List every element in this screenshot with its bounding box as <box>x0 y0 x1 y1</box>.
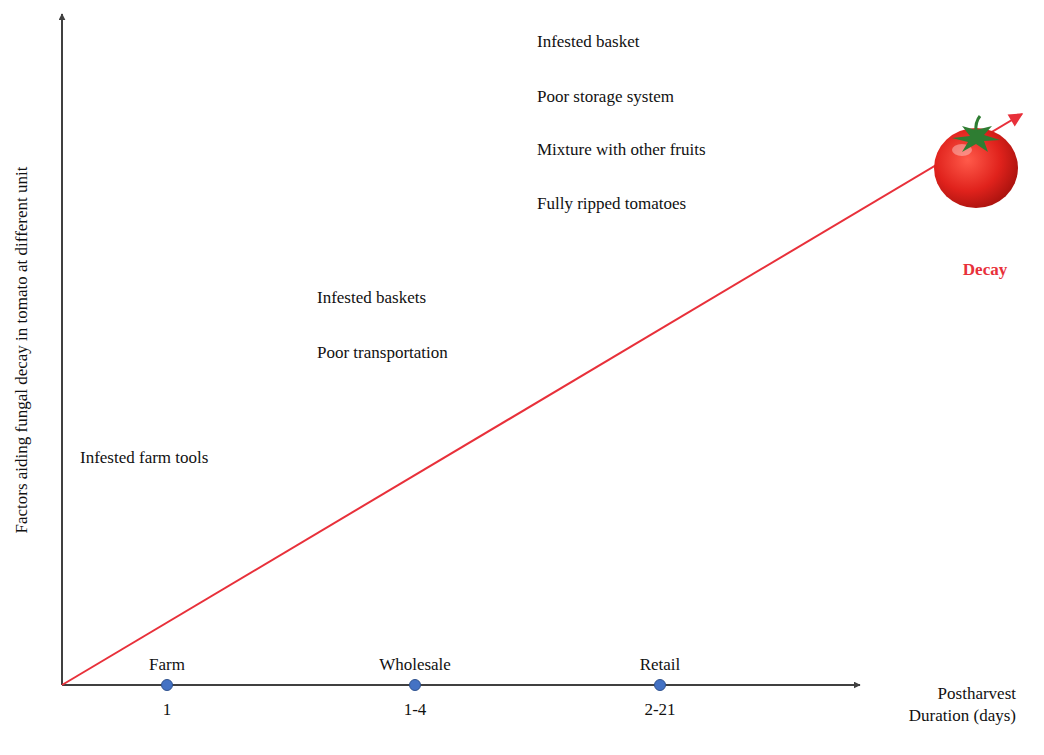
stage-name: Farm <box>71 654 263 676</box>
duration-days: 2-21 <box>564 699 756 721</box>
duration-days: 1 <box>71 699 263 721</box>
factor-text: Poor transportation <box>317 342 448 364</box>
y-axis-title: Factors aiding fungal decay in tomato at… <box>11 167 33 534</box>
ellipse-shape <box>564 632 756 748</box>
factor-text: Infested basket <box>537 31 639 53</box>
factor-text: Fully ripped tomatoes <box>537 193 686 215</box>
duration-days: 1-4 <box>319 699 511 721</box>
outcome-label: Decay <box>963 259 1007 281</box>
ellipse-shape <box>319 632 511 748</box>
axis-dot <box>410 680 421 691</box>
stage-ellipse: Wholesale 1-4 <box>319 632 511 748</box>
axis-dot <box>162 680 173 691</box>
x-axis-title: Postharvest Duration (days) <box>894 683 1016 727</box>
factor-text: Poor storage system <box>537 86 674 108</box>
trend-arrow <box>62 114 1022 685</box>
tomato-illustration <box>934 116 1018 208</box>
y-axis <box>61 14 63 685</box>
ellipse-shape <box>71 632 263 748</box>
stage-ellipse: Farm 1 <box>71 632 263 748</box>
stage-name: Retail <box>564 654 756 676</box>
factor-text: Infested baskets <box>317 287 426 309</box>
x-axis <box>62 684 860 686</box>
factor-text: Infested farm tools <box>80 447 208 469</box>
stage-name: Wholesale <box>319 654 511 676</box>
stage-ellipse: Retail 2-21 <box>564 632 756 748</box>
axis-dot <box>655 680 666 691</box>
factor-text: Mixture with other fruits <box>537 139 706 161</box>
